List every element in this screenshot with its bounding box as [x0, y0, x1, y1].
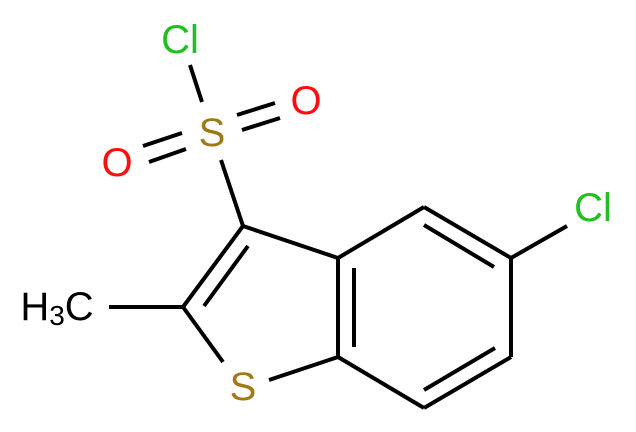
bond-s-o-left-1 — [142, 131, 183, 148]
atom-s-sulfonyl: S — [199, 111, 226, 155]
methyl-subscript: 3 — [49, 300, 65, 331]
bond-c3-c2 — [181, 224, 245, 309]
atom-o-left: O — [101, 141, 132, 185]
bond-s1-c7a — [268, 355, 339, 382]
bond-c4-c5 — [422, 205, 513, 260]
bond-s-cl — [188, 64, 204, 103]
bond-c4-c5-inner — [422, 223, 496, 269]
atom-cl-sulfonyl: Cl — [161, 18, 199, 62]
methyl-c: C — [65, 285, 94, 329]
bond-s-o-right-1 — [236, 101, 276, 117]
bond-s-o-left-2 — [148, 147, 187, 164]
bond-c6-c7-inner — [422, 346, 497, 392]
atom-s-ring: S — [230, 365, 257, 409]
bond-c5-cl — [510, 224, 568, 260]
atom-methyl: H3C — [20, 285, 93, 331]
bond-c7-c7a — [336, 355, 426, 410]
atom-cl-ring: Cl — [574, 186, 612, 230]
bond-s-c3 — [219, 159, 245, 227]
bond-c3-c3a — [242, 224, 339, 260]
atom-o-right: O — [290, 79, 321, 123]
bond-s-o-right-2 — [241, 116, 281, 132]
bond-c3a-c4 — [336, 205, 426, 260]
methyl-h: H — [20, 285, 49, 329]
bond-c3-c2-inner — [202, 244, 250, 308]
bond-c6-c7 — [422, 355, 513, 410]
bond-c2-s1 — [181, 305, 225, 364]
